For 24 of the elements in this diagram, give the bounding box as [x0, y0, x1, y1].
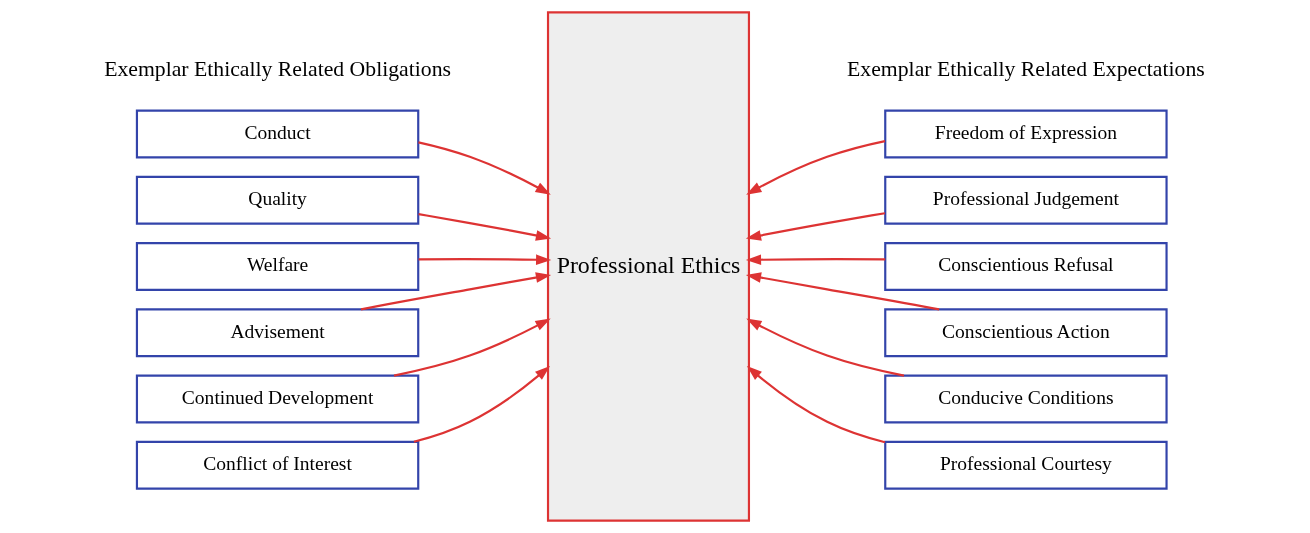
arrow — [745, 254, 886, 266]
node-box: Continued Development — [135, 374, 420, 424]
node-box: Conflict of Interest — [135, 440, 420, 490]
arrow — [418, 213, 552, 241]
arrow — [745, 212, 886, 241]
node-box: Conscientious Action — [884, 308, 1168, 358]
node-box: Professional Judgement — [884, 175, 1168, 225]
arrow — [746, 366, 886, 444]
node-box: Welfare — [135, 242, 420, 291]
label: Exemplar Ethically Related Obligations — [104, 57, 451, 82]
arrow — [746, 140, 886, 195]
node-box: Freedom of Expression — [884, 109, 1168, 159]
label: Exemplar Ethically Related Expectations — [847, 57, 1205, 82]
node-box: Advisement — [135, 308, 420, 358]
node-box: Conducive Conditions — [884, 374, 1168, 424]
node-box: Professional Courtesy — [884, 440, 1168, 490]
node-box: Quality — [135, 175, 420, 225]
arrow — [413, 365, 551, 443]
node-box: Conduct — [135, 109, 420, 159]
node-box: Professional Ethics — [546, 11, 751, 522]
arrow — [746, 318, 905, 377]
arrow — [418, 254, 552, 266]
node-box: Conscientious Refusal — [884, 242, 1168, 291]
arrow — [418, 141, 551, 195]
